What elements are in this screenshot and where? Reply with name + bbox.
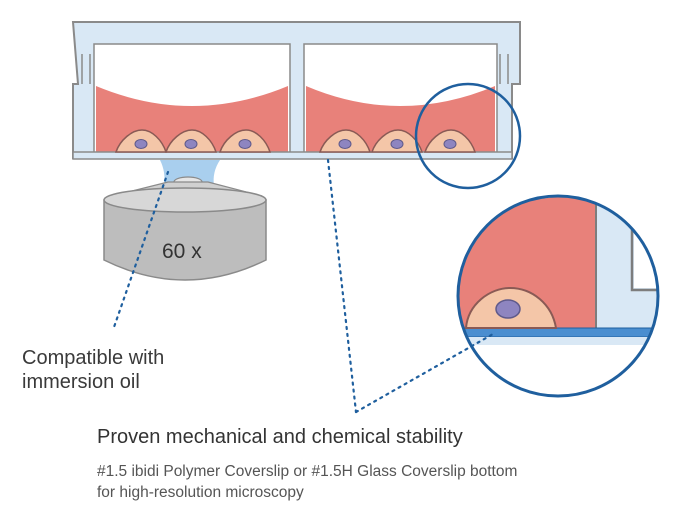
cell-culture-dish xyxy=(71,21,521,160)
objective-lens-icon: 60 x xyxy=(103,160,267,281)
objective-magnification: 60 x xyxy=(162,240,202,263)
zoom-coverslip xyxy=(458,327,658,338)
coverslip-description: #1.5 ibidi Polymer Coverslip or #1.5H Gl… xyxy=(97,461,517,503)
magnifier-circle-icon xyxy=(414,82,522,190)
cell-icon xyxy=(464,286,558,329)
leader-zoom xyxy=(354,332,495,414)
stability-title: Proven mechanical and chemical stability xyxy=(97,426,463,448)
coverslip-bottom xyxy=(72,151,513,160)
coverslip-description-line1: #1.5 ibidi Polymer Coverslip or #1.5H Gl… xyxy=(97,463,518,480)
immersion-oil-label: Compatible with immersion oil xyxy=(22,346,164,394)
leader-dish xyxy=(326,158,358,414)
coverslip-description-line2: for high-resolution microscopy xyxy=(97,484,304,501)
zoom-view xyxy=(456,194,660,398)
immersion-oil-label-line2: immersion oil xyxy=(22,371,140,393)
immersion-oil-label-line1: Compatible with xyxy=(22,347,165,369)
leader-oil xyxy=(111,170,170,332)
leader-lines xyxy=(111,158,495,414)
